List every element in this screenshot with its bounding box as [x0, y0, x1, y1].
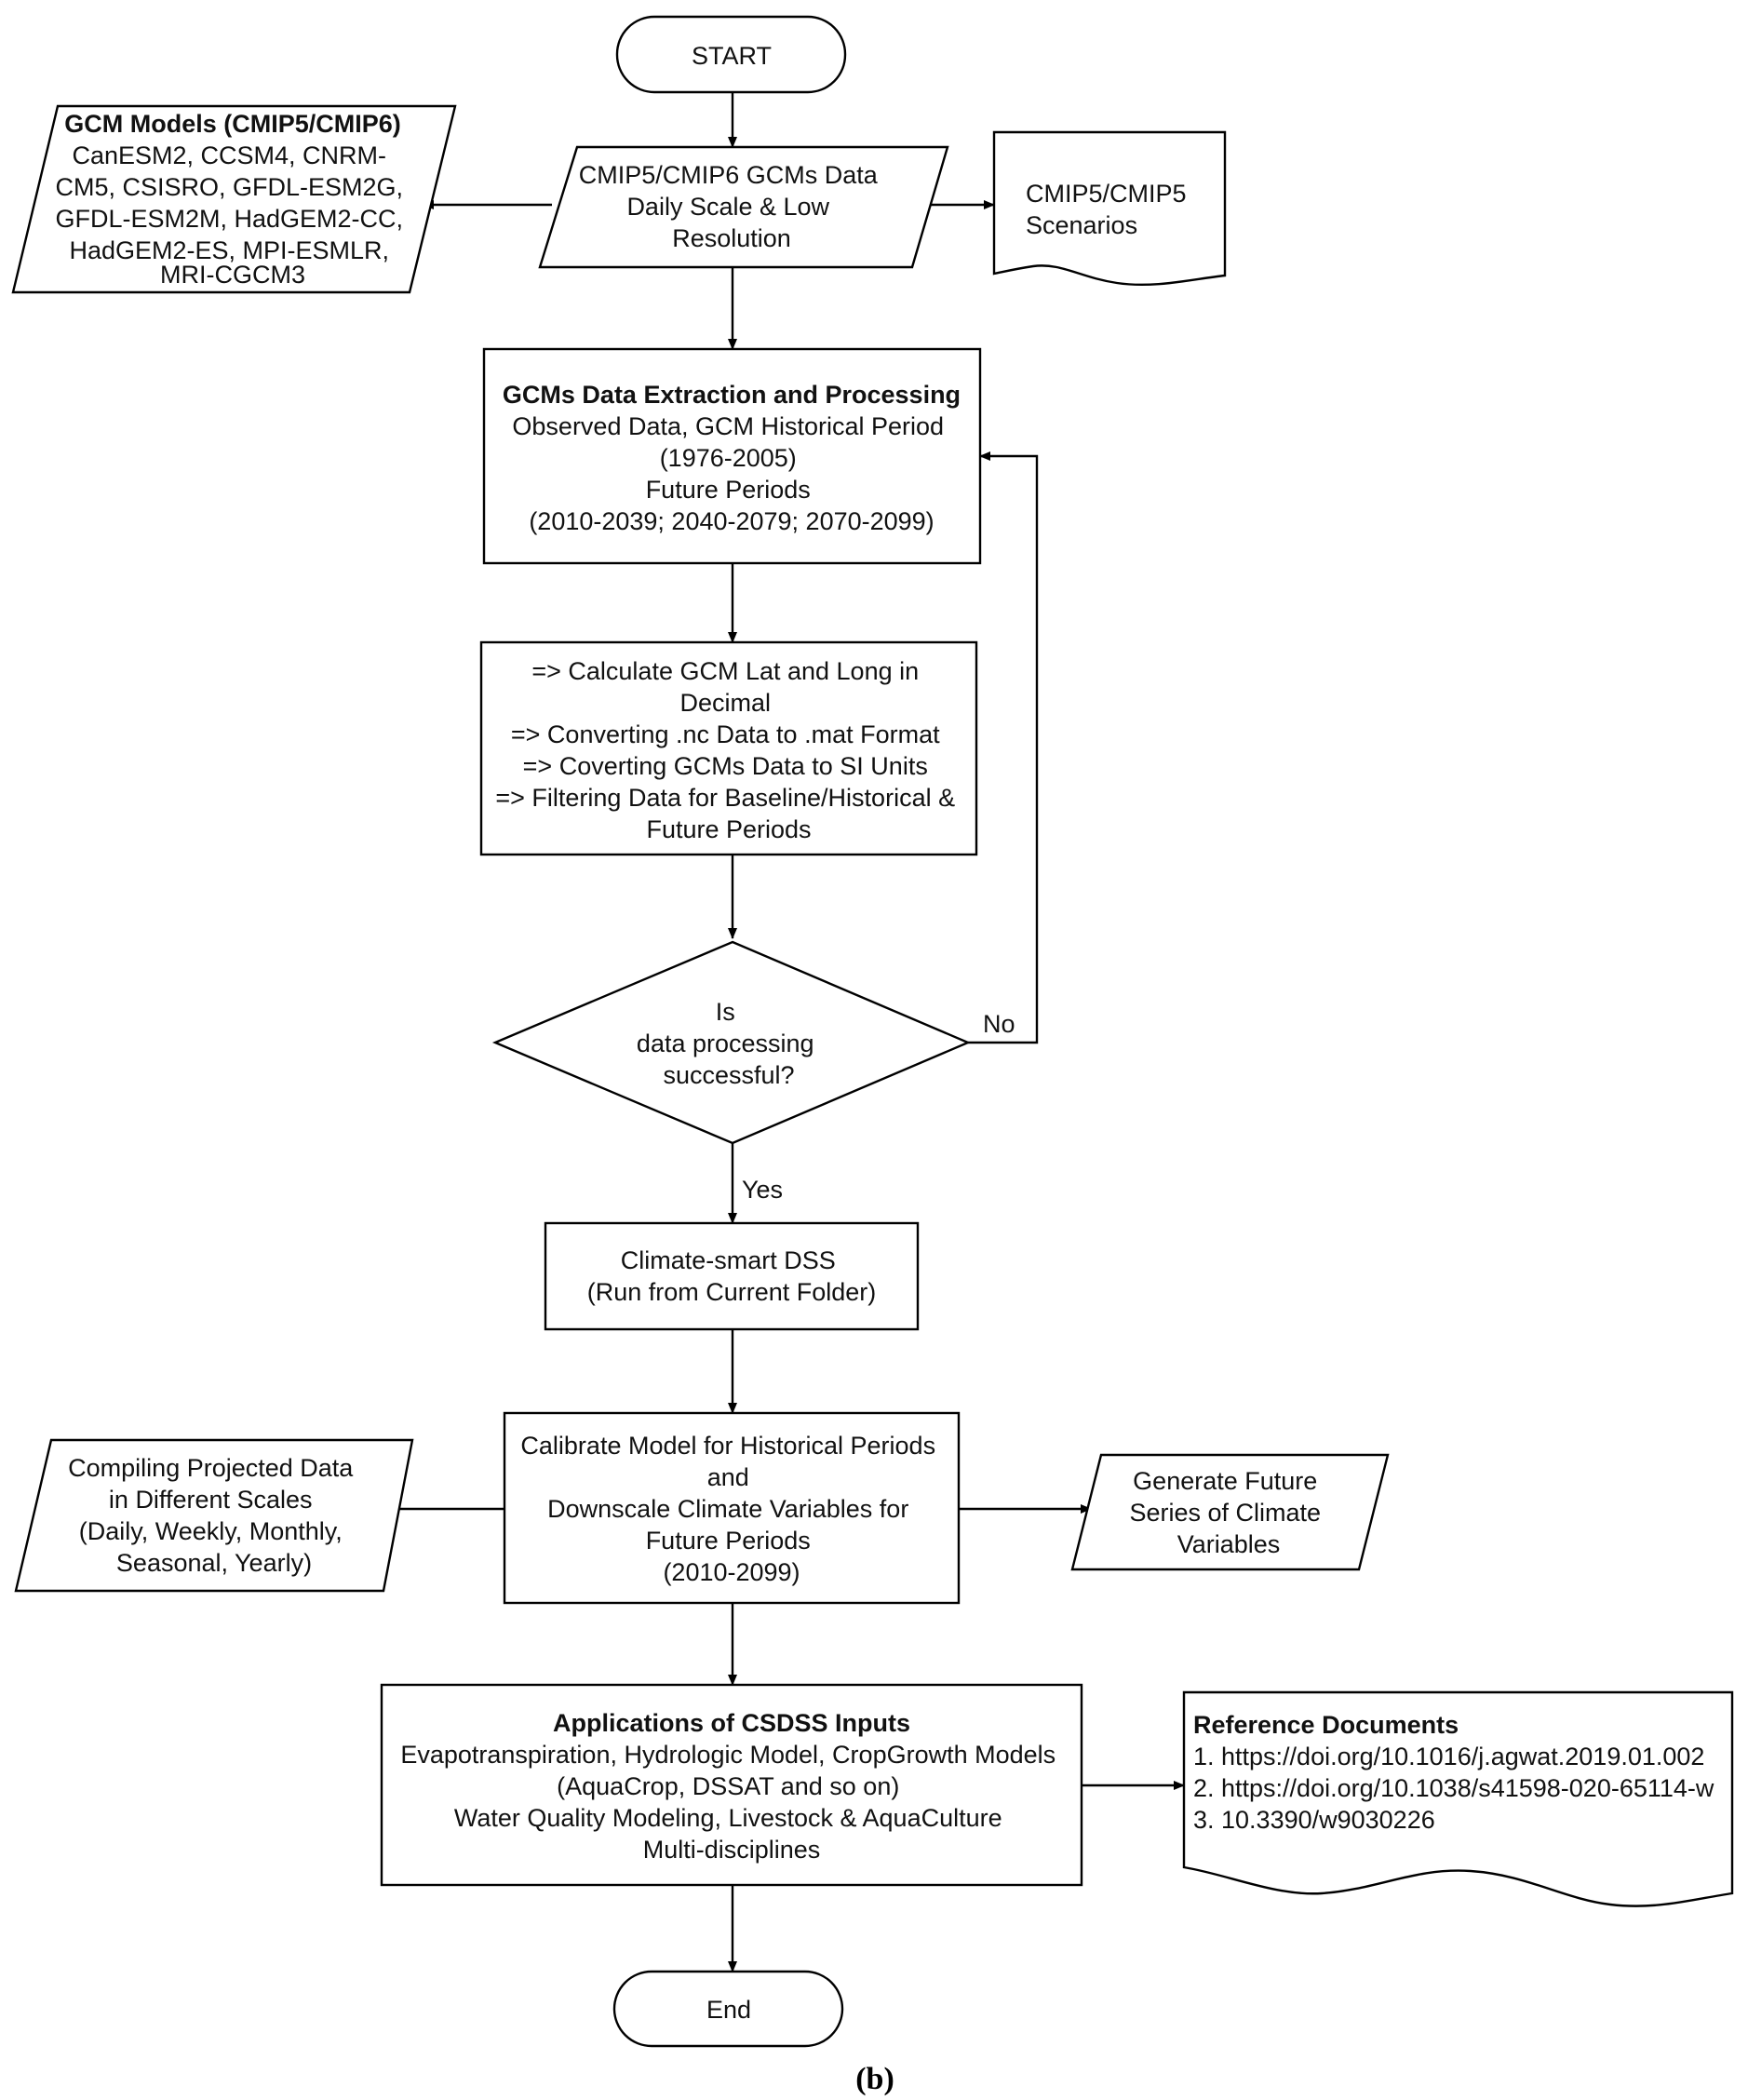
calibrate-line-5: (2010-2099) — [663, 1558, 800, 1586]
compiling-line-2: in Different Scales — [109, 1486, 313, 1514]
dss-line-1: Climate-smart DSS — [621, 1246, 836, 1274]
end-terminal: End — [612, 1970, 844, 2048]
extraction-process: GCMs Data Extraction and Processing Obse… — [482, 347, 982, 565]
calibrate-line-1: Calibrate Model for Historical Periods — [520, 1432, 935, 1460]
gcm-models-line-4: HadGEM2-ES, MPI-ESMLR, — [69, 236, 389, 264]
steps-line-3: => Converting .nc Data to .mat Format — [511, 720, 940, 748]
extraction-line-3: Future Periods — [646, 476, 811, 504]
dss-line-2: (Run from Current Folder) — [587, 1278, 877, 1306]
applications-line-1: Evapotranspiration, Hydrologic Model, Cr… — [400, 1741, 1056, 1769]
applications-line-2: (AquaCrop, DSSAT and so on) — [557, 1772, 899, 1800]
generate-line-2: Series of Climate — [1129, 1499, 1321, 1527]
svg-text:CMIP5/CMIP6 GCMs Data Da: CMIP5/CMIP6 GCMs Data Daily Scale & Low … — [579, 161, 885, 252]
gcm-models-input: GCM Models (CMIP5/CMIP6) CanESM2, CCSM4,… — [11, 104, 457, 294]
generate-output: Generate Future Series of Climate Variab… — [1070, 1453, 1390, 1571]
steps-line-6: Future Periods — [646, 815, 811, 843]
scenarios-document: CMIP5/CMIP5 Scenarios — [992, 130, 1227, 287]
gcm-models-line-5: MRI-CGCM3 — [160, 261, 305, 289]
gcm-models-title: GCM Models (CMIP5/CMIP6) — [64, 110, 401, 138]
no-label: No — [983, 1010, 1015, 1038]
end-label: End — [706, 1996, 751, 2024]
svg-text:Is data processing: Is data processing successful? — [637, 998, 821, 1089]
gcm-models-line-2: CM5, CSISRO, GFDL-ESM2G, — [55, 173, 403, 201]
steps-line-5: => Filtering Data for Baseline/Historica… — [495, 784, 955, 812]
extraction-title: GCMs Data Extraction and Processing — [503, 381, 961, 409]
compiling-output: Compiling Projected Data in Different Sc… — [14, 1438, 414, 1593]
svg-text:Compiling Projected Data: Compiling Projected Data in Different Sc… — [68, 1454, 360, 1577]
reference-1: 1. https://doi.org/10.1016/j.agwat.2019.… — [1193, 1743, 1704, 1770]
start-label: START — [692, 42, 772, 70]
svg-text:Observed Data, GCM Historical: Observed Data, GCM Historical Period (19… — [512, 412, 950, 535]
gcm-models-line-1: CanESM2, CCSM4, CNRM- — [72, 141, 386, 169]
scenarios-line-1: CMIP5/CMIP5 — [1026, 180, 1187, 208]
decision-diamond: Is data processing successful? — [491, 940, 972, 1145]
calibrate-line-4: Future Periods — [646, 1527, 811, 1555]
scenarios-line-2: Scenarios — [1026, 211, 1137, 239]
svg-text:Calibrate Model for Historical: Calibrate Model for Historical Periods a… — [520, 1432, 942, 1586]
compiling-line-3: (Daily, Weekly, Monthly, — [79, 1517, 343, 1545]
svg-text:CMIP5/CMIP5 Scenarios: CMIP5/CMIP5 Scenarios — [1026, 180, 1193, 239]
calibrate-line-3: Downscale Climate Variables for — [547, 1495, 908, 1523]
dss-process: Climate-smart DSS (Run from Current Fold… — [544, 1221, 920, 1331]
svg-text:Evapotranspiration, Hydrologic: Evapotranspiration, Hydrologic Model, Cr… — [400, 1741, 1062, 1864]
extraction-line-1: Observed Data, GCM Historical Period — [512, 412, 944, 440]
generate-line-1: Generate Future — [1133, 1467, 1317, 1495]
svg-text:Climate-smart DSS (Run f: Climate-smart DSS (Run from Current Fold… — [587, 1246, 877, 1306]
applications-title: Applications of CSDSS Inputs — [553, 1709, 910, 1737]
steps-line-4: => Coverting GCMs Data to SI Units — [523, 752, 928, 780]
references-document: Reference Documents 1. https://doi.org/1… — [1182, 1690, 1734, 1907]
gcm-data-line-3: Resolution — [672, 224, 791, 252]
steps-line-1: => Calculate GCM Lat and Long in — [531, 657, 919, 685]
figure-caption: (b) — [855, 2062, 894, 2096]
calibrate-process: Calibrate Model for Historical Periods a… — [503, 1411, 961, 1605]
compiling-line-4: Seasonal, Yearly) — [116, 1549, 312, 1577]
extraction-line-4: (2010-2039; 2040-2079; 2070-2099) — [529, 507, 934, 535]
svg-text:Generate Future Series o: Generate Future Series of Climate Variab… — [1129, 1467, 1327, 1558]
reference-2: 2. https://doi.org/10.1038/s41598-020-65… — [1193, 1774, 1714, 1802]
gcm-data-line-1: CMIP5/CMIP6 GCMs Data — [579, 161, 879, 189]
calibrate-line-2: and — [707, 1463, 749, 1491]
decision-line-1: Is — [716, 998, 735, 1026]
reference-3: 3. 10.3390/w9030226 — [1193, 1806, 1435, 1834]
gcm-data-input: CMIP5/CMIP6 GCMs Data Daily Scale & Low … — [538, 145, 949, 269]
edges — [386, 92, 1185, 1972]
extraction-line-2: (1976-2005) — [660, 444, 797, 472]
applications-line-4: Multi-disciplines — [643, 1836, 821, 1864]
applications-process: Applications of CSDSS Inputs Evapotransp… — [380, 1683, 1083, 1887]
gcm-models-line-3: GFDL-ESM2M, HadGEM2-CC, — [55, 205, 403, 233]
steps-line-2: Decimal — [679, 689, 771, 717]
generate-line-3: Variables — [1177, 1530, 1281, 1558]
start-terminal: START — [615, 15, 847, 94]
svg-text:=> Calculate GCM Lat and Long: => Calculate GCM Lat and Long in Decimal… — [495, 657, 961, 843]
edge-decision-no-loop — [968, 451, 1039, 1044]
compiling-line-1: Compiling Projected Data — [68, 1454, 354, 1482]
references-title: Reference Documents — [1193, 1711, 1459, 1739]
gcm-data-line-2: Daily Scale & Low — [626, 193, 829, 221]
decision-line-2: data processing — [637, 1030, 814, 1057]
applications-line-3: Water Quality Modeling, Livestock & Aqua… — [454, 1804, 1002, 1832]
svg-text:CanESM2, CCSM4, CNRM- CM: CanESM2, CCSM4, CNRM- CM5, CSISRO, GFDL-… — [55, 141, 410, 289]
processing-steps: => Calculate GCM Lat and Long in Decimal… — [479, 640, 978, 856]
svg-text:1. https://doi.org/10.1016/j.a: 1. https://doi.org/10.1016/j.agwat.2019.… — [1193, 1743, 1721, 1834]
decision-line-3: successful? — [663, 1061, 794, 1089]
yes-label: Yes — [742, 1176, 783, 1204]
